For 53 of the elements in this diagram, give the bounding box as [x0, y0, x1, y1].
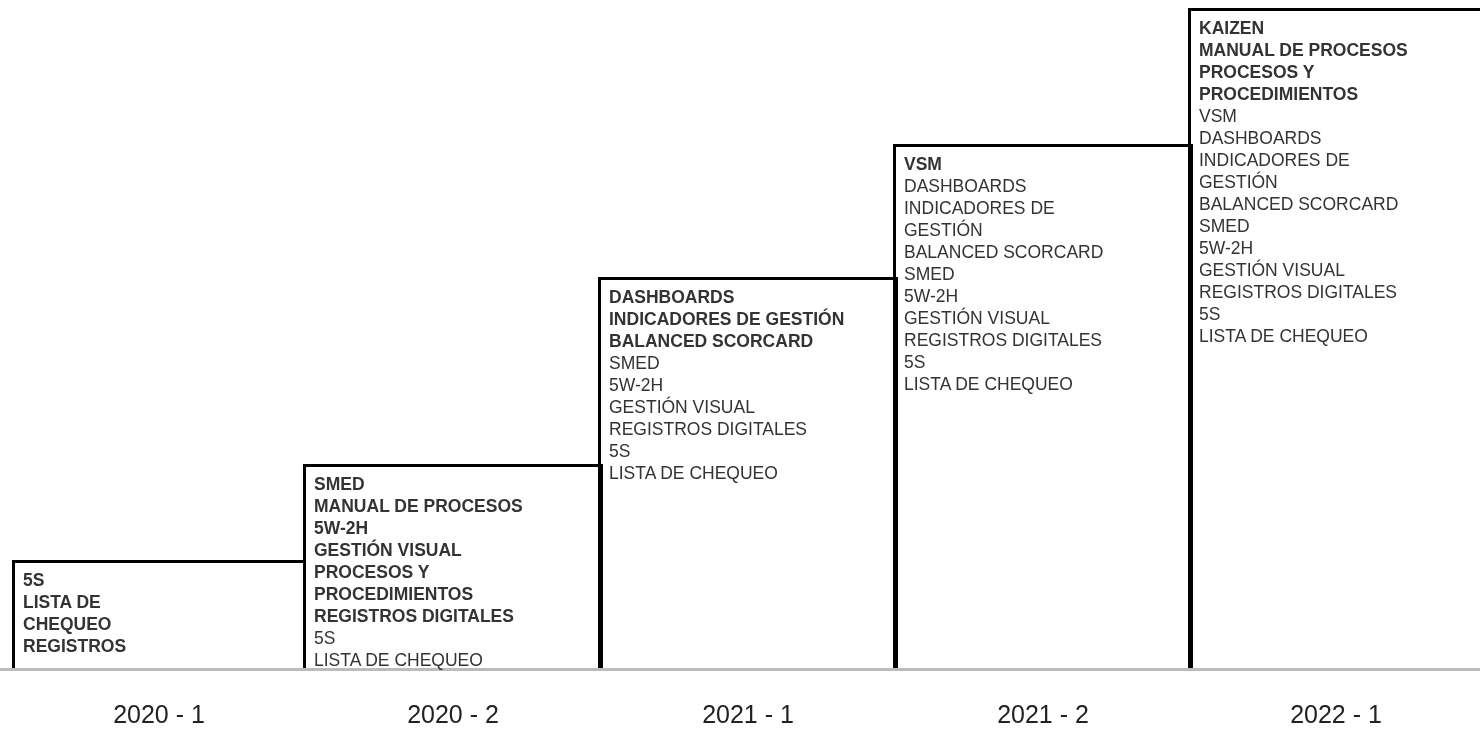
list-item: VSM: [1199, 105, 1238, 127]
list-item: REGISTROS DIGITALES: [609, 418, 809, 440]
list-item: SMED: [314, 473, 366, 495]
list-item: DASHBOARDS: [904, 175, 1028, 197]
step-box: [12, 560, 306, 668]
list-item: GESTIÓN VISUAL: [1199, 259, 1346, 281]
list-item: 5S: [904, 351, 927, 373]
list-item: LISTA DE CHEQUEO: [609, 462, 779, 484]
list-item: VSM: [904, 153, 943, 175]
list-item: SMED: [904, 263, 956, 285]
list-item: KAIZEN: [1199, 17, 1266, 39]
list-item: 5S: [609, 440, 632, 462]
period-label: 2020 - 2: [406, 700, 500, 729]
list-item: REGISTROS DIGITALES: [314, 605, 515, 627]
list-item: SMED: [1199, 215, 1251, 237]
period-label: 2022 - 1: [1289, 700, 1383, 729]
list-item: BALANCED SCORCARD: [609, 330, 815, 352]
list-item: 5W-2H: [1199, 237, 1255, 259]
list-item: 5W-2H: [314, 517, 370, 539]
list-item: REGISTROS DIGITALES: [904, 329, 1104, 351]
period-label: 2021 - 2: [996, 700, 1090, 729]
list-item: PROCESOS Y PROCEDIMIENTOS: [1199, 61, 1360, 105]
step-box: [893, 144, 1193, 668]
list-item: BALANCED SCORCARD: [904, 241, 1105, 263]
list-item: 5S: [314, 627, 337, 649]
list-item: 5W-2H: [904, 285, 960, 307]
list-item: REGISTROS DIGITALES: [1199, 281, 1399, 303]
list-item: 5W-2H: [609, 374, 665, 396]
step-box: [598, 277, 898, 668]
list-item: LISTA DE CHEQUEO: [904, 373, 1074, 395]
step-box: [303, 464, 603, 668]
list-item: 5S: [23, 569, 46, 591]
list-item: REGISTROS: [23, 635, 128, 657]
list-item: BALANCED SCORCARD: [1199, 193, 1400, 215]
list-item: INDICADORES DE GESTIÓN: [1199, 149, 1351, 193]
list-item: LISTA DE CHEQUEO: [314, 649, 484, 671]
list-item: SMED: [609, 352, 661, 374]
list-item: DASHBOARDS: [609, 286, 736, 308]
list-item: 5S: [1199, 303, 1222, 325]
list-item: MANUAL DE PROCESOS: [314, 495, 524, 517]
list-item: GESTIÓN VISUAL: [904, 307, 1051, 329]
list-item: INDICADORES DE GESTIÓN: [904, 197, 1056, 241]
list-item: LISTA DE CHEQUEO: [1199, 325, 1369, 347]
period-label: 2021 - 1: [701, 700, 795, 729]
period-label: 2020 - 1: [112, 700, 206, 729]
list-item: INDICADORES DE GESTIÓN: [609, 308, 846, 330]
list-item: DASHBOARDS: [1199, 127, 1323, 149]
list-item: PROCESOS Y PROCEDIMIENTOS: [314, 561, 475, 605]
list-item: MANUAL DE PROCESOS: [1199, 39, 1409, 61]
step-box: [1188, 8, 1480, 668]
list-item: GESTIÓN VISUAL: [609, 396, 756, 418]
list-item: LISTA DE CHEQUEO: [23, 591, 113, 635]
list-item: GESTIÓN VISUAL: [314, 539, 463, 561]
